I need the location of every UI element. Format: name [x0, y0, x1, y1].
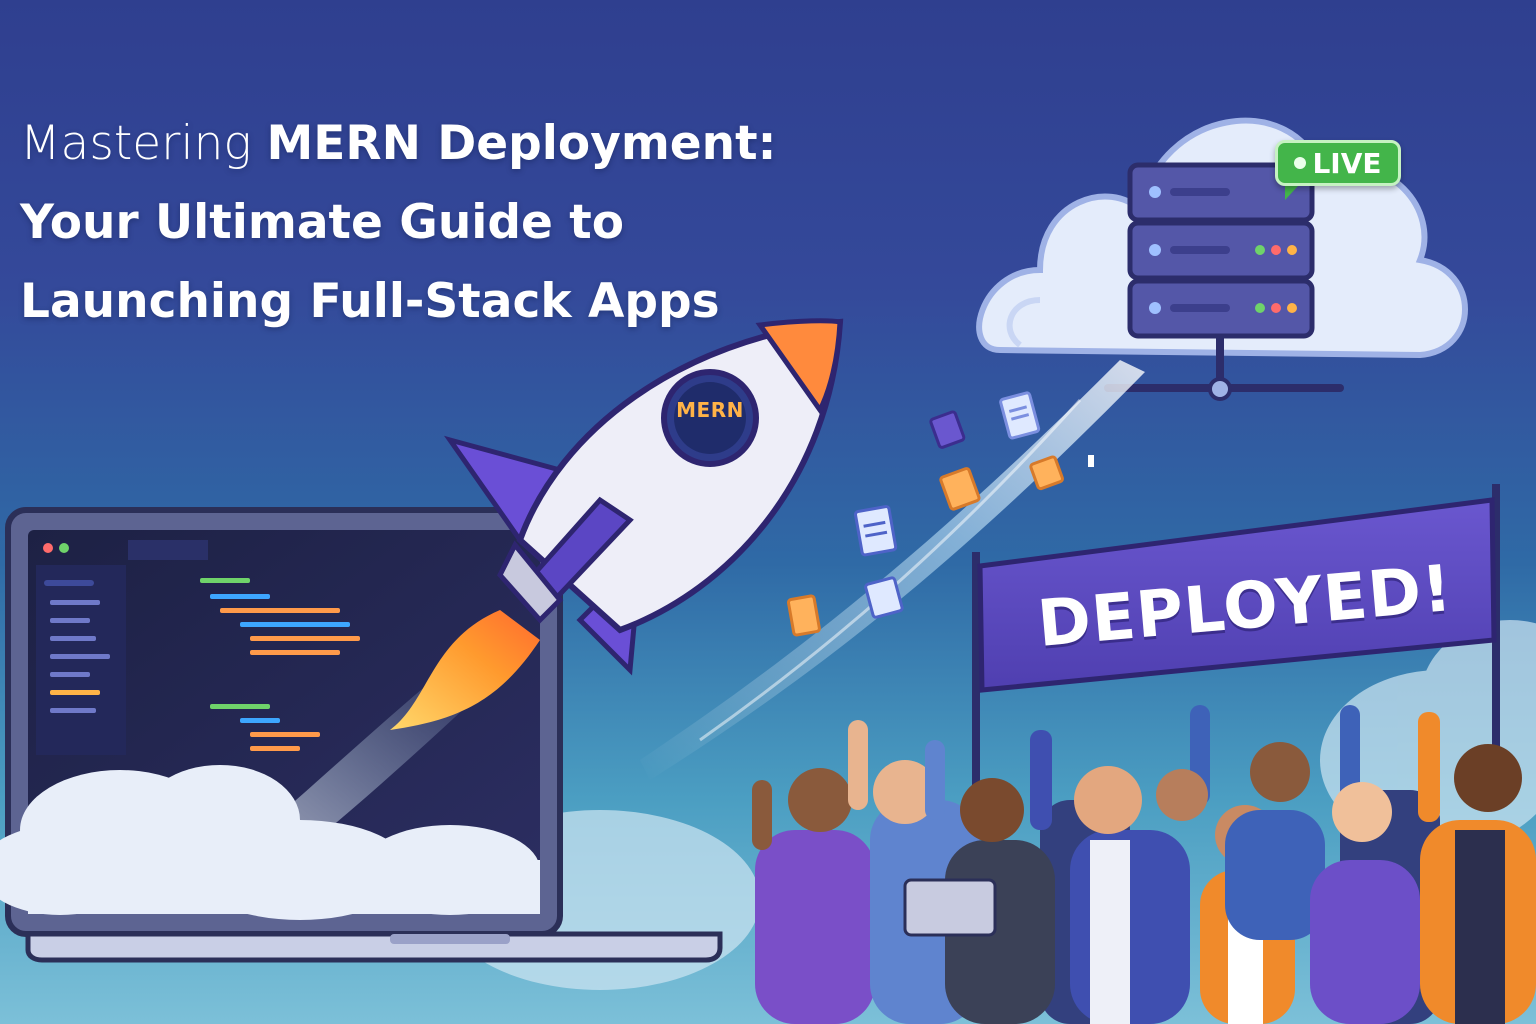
- status-dot-icon: [1294, 157, 1307, 169]
- server-stack-icon: [1104, 162, 1344, 401]
- data-stream: [640, 360, 1145, 780]
- title-line-2: Your Ultimate Guide to: [20, 195, 625, 250]
- live-status-badge: LIVE: [1275, 140, 1401, 186]
- code-lines: [200, 578, 360, 751]
- sidebar-lines: [44, 580, 110, 713]
- person: [752, 768, 875, 1024]
- page-title: Mastering MERN Deployment: Your Ultimate…: [20, 104, 1000, 341]
- person: [1190, 705, 1360, 940]
- rocket-icon: [390, 318, 844, 730]
- person: [1156, 769, 1208, 821]
- rocket-badge-label: MERN: [676, 398, 744, 422]
- live-badge-tail: [1285, 186, 1298, 200]
- title-line-1-bold: MERN Deployment:: [266, 116, 777, 171]
- live-badge-label: LIVE: [1312, 146, 1382, 180]
- person: [1030, 730, 1190, 1024]
- banner: [972, 484, 1500, 802]
- person: [1310, 782, 1420, 1024]
- crowd-illustration: [752, 705, 1536, 1024]
- title-line-1-light: Mastering: [20, 116, 267, 171]
- person: [903, 778, 1055, 1024]
- laptop-icon: [0, 507, 723, 963]
- file-icons: [786, 391, 1094, 637]
- person: [1418, 712, 1536, 1024]
- title-line-1: Mastering MERN Deployment:: [20, 104, 1000, 183]
- title-line-3: Launching Full-Stack Apps: [20, 274, 720, 329]
